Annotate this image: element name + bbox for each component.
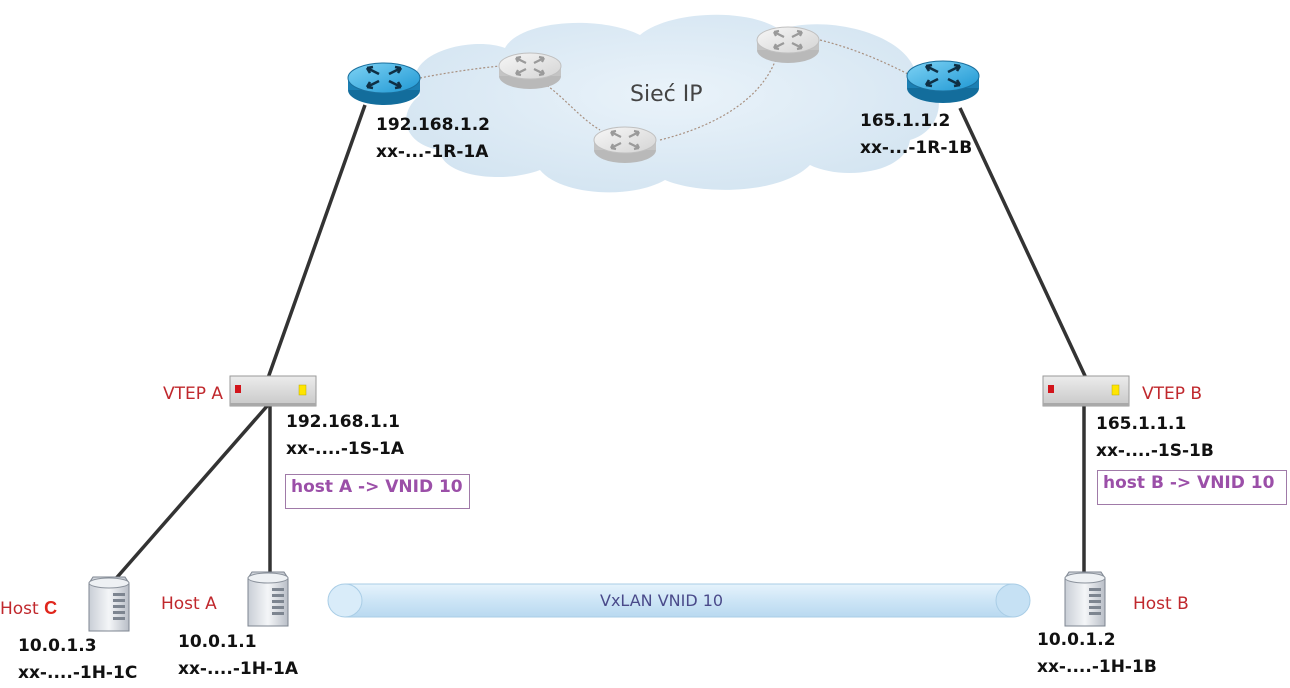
host-c-label: Host C bbox=[0, 598, 57, 619]
vtep-a-ip: 192.168.1.1 bbox=[286, 412, 401, 432]
host-b-label: Host B bbox=[1133, 594, 1189, 614]
vtep-b-ip: 165.1.1.1 bbox=[1096, 414, 1187, 434]
vtep-b-label: VTEP B bbox=[1142, 384, 1203, 404]
link-router-b-vtep-b bbox=[958, 107, 1088, 379]
router-b-ip: 165.1.1.2 bbox=[860, 111, 951, 131]
server-host-c-icon bbox=[88, 576, 130, 632]
vtep-a-mac: xx-....-1S-1A bbox=[286, 439, 404, 459]
server-host-a-icon bbox=[247, 571, 289, 627]
router-arrows-icon bbox=[773, 29, 803, 51]
router-b-mac: xx-...-1R-1B bbox=[860, 138, 973, 158]
status-led-yellow bbox=[298, 384, 307, 396]
status-led-red bbox=[235, 385, 241, 393]
server-host-b-icon bbox=[1064, 571, 1106, 627]
vtep-b-mapping: host B -> VNID 10 bbox=[1097, 470, 1287, 505]
router-b bbox=[906, 60, 980, 103]
host-b-ip: 10.0.1.2 bbox=[1037, 630, 1116, 650]
cloud-label: Sieć IP bbox=[630, 82, 703, 107]
router-arrows-icon bbox=[515, 55, 545, 77]
host-a-ip: 10.0.1.1 bbox=[178, 632, 257, 652]
host-c-ip: 10.0.1.3 bbox=[18, 636, 97, 656]
vxlan-tunnel bbox=[327, 583, 1031, 618]
host-a-label: Host A bbox=[161, 594, 217, 614]
links bbox=[110, 104, 1088, 585]
core-router-1 bbox=[498, 52, 562, 89]
core-router-3 bbox=[756, 26, 820, 63]
vtep-a-label: VTEP A bbox=[163, 384, 224, 404]
host-c-name-prefix: Host bbox=[0, 599, 45, 619]
vtep-a-switch bbox=[229, 375, 317, 407]
link-vtep-a-host-c bbox=[110, 403, 270, 585]
tunnel-label: VxLAN VNID 10 bbox=[600, 591, 724, 610]
router-arrows-icon bbox=[365, 65, 403, 90]
router-a bbox=[347, 62, 421, 105]
host-c-name-letter: C bbox=[44, 598, 58, 618]
core-router-2 bbox=[593, 126, 657, 163]
host-b-mac: xx-....-1H-1B bbox=[1037, 657, 1157, 677]
host-c-mac: xx-....-1H-1C bbox=[18, 663, 138, 683]
router-arrows-icon bbox=[924, 63, 962, 88]
vtep-b-switch bbox=[1042, 375, 1130, 407]
vtep-b-mac: xx-....-1S-1B bbox=[1096, 441, 1214, 461]
router-a-ip: 192.168.1.2 bbox=[376, 115, 491, 135]
router-arrows-icon bbox=[610, 129, 640, 151]
status-led-yellow bbox=[1111, 384, 1120, 396]
vtep-a-mapping: host A -> VNID 10 bbox=[285, 474, 470, 509]
status-led-red bbox=[1048, 385, 1054, 393]
link-router-a-vtep-a bbox=[266, 104, 367, 379]
router-a-mac: xx-...-1R-1A bbox=[376, 142, 489, 162]
host-a-mac: xx-....-1H-1A bbox=[178, 659, 298, 679]
